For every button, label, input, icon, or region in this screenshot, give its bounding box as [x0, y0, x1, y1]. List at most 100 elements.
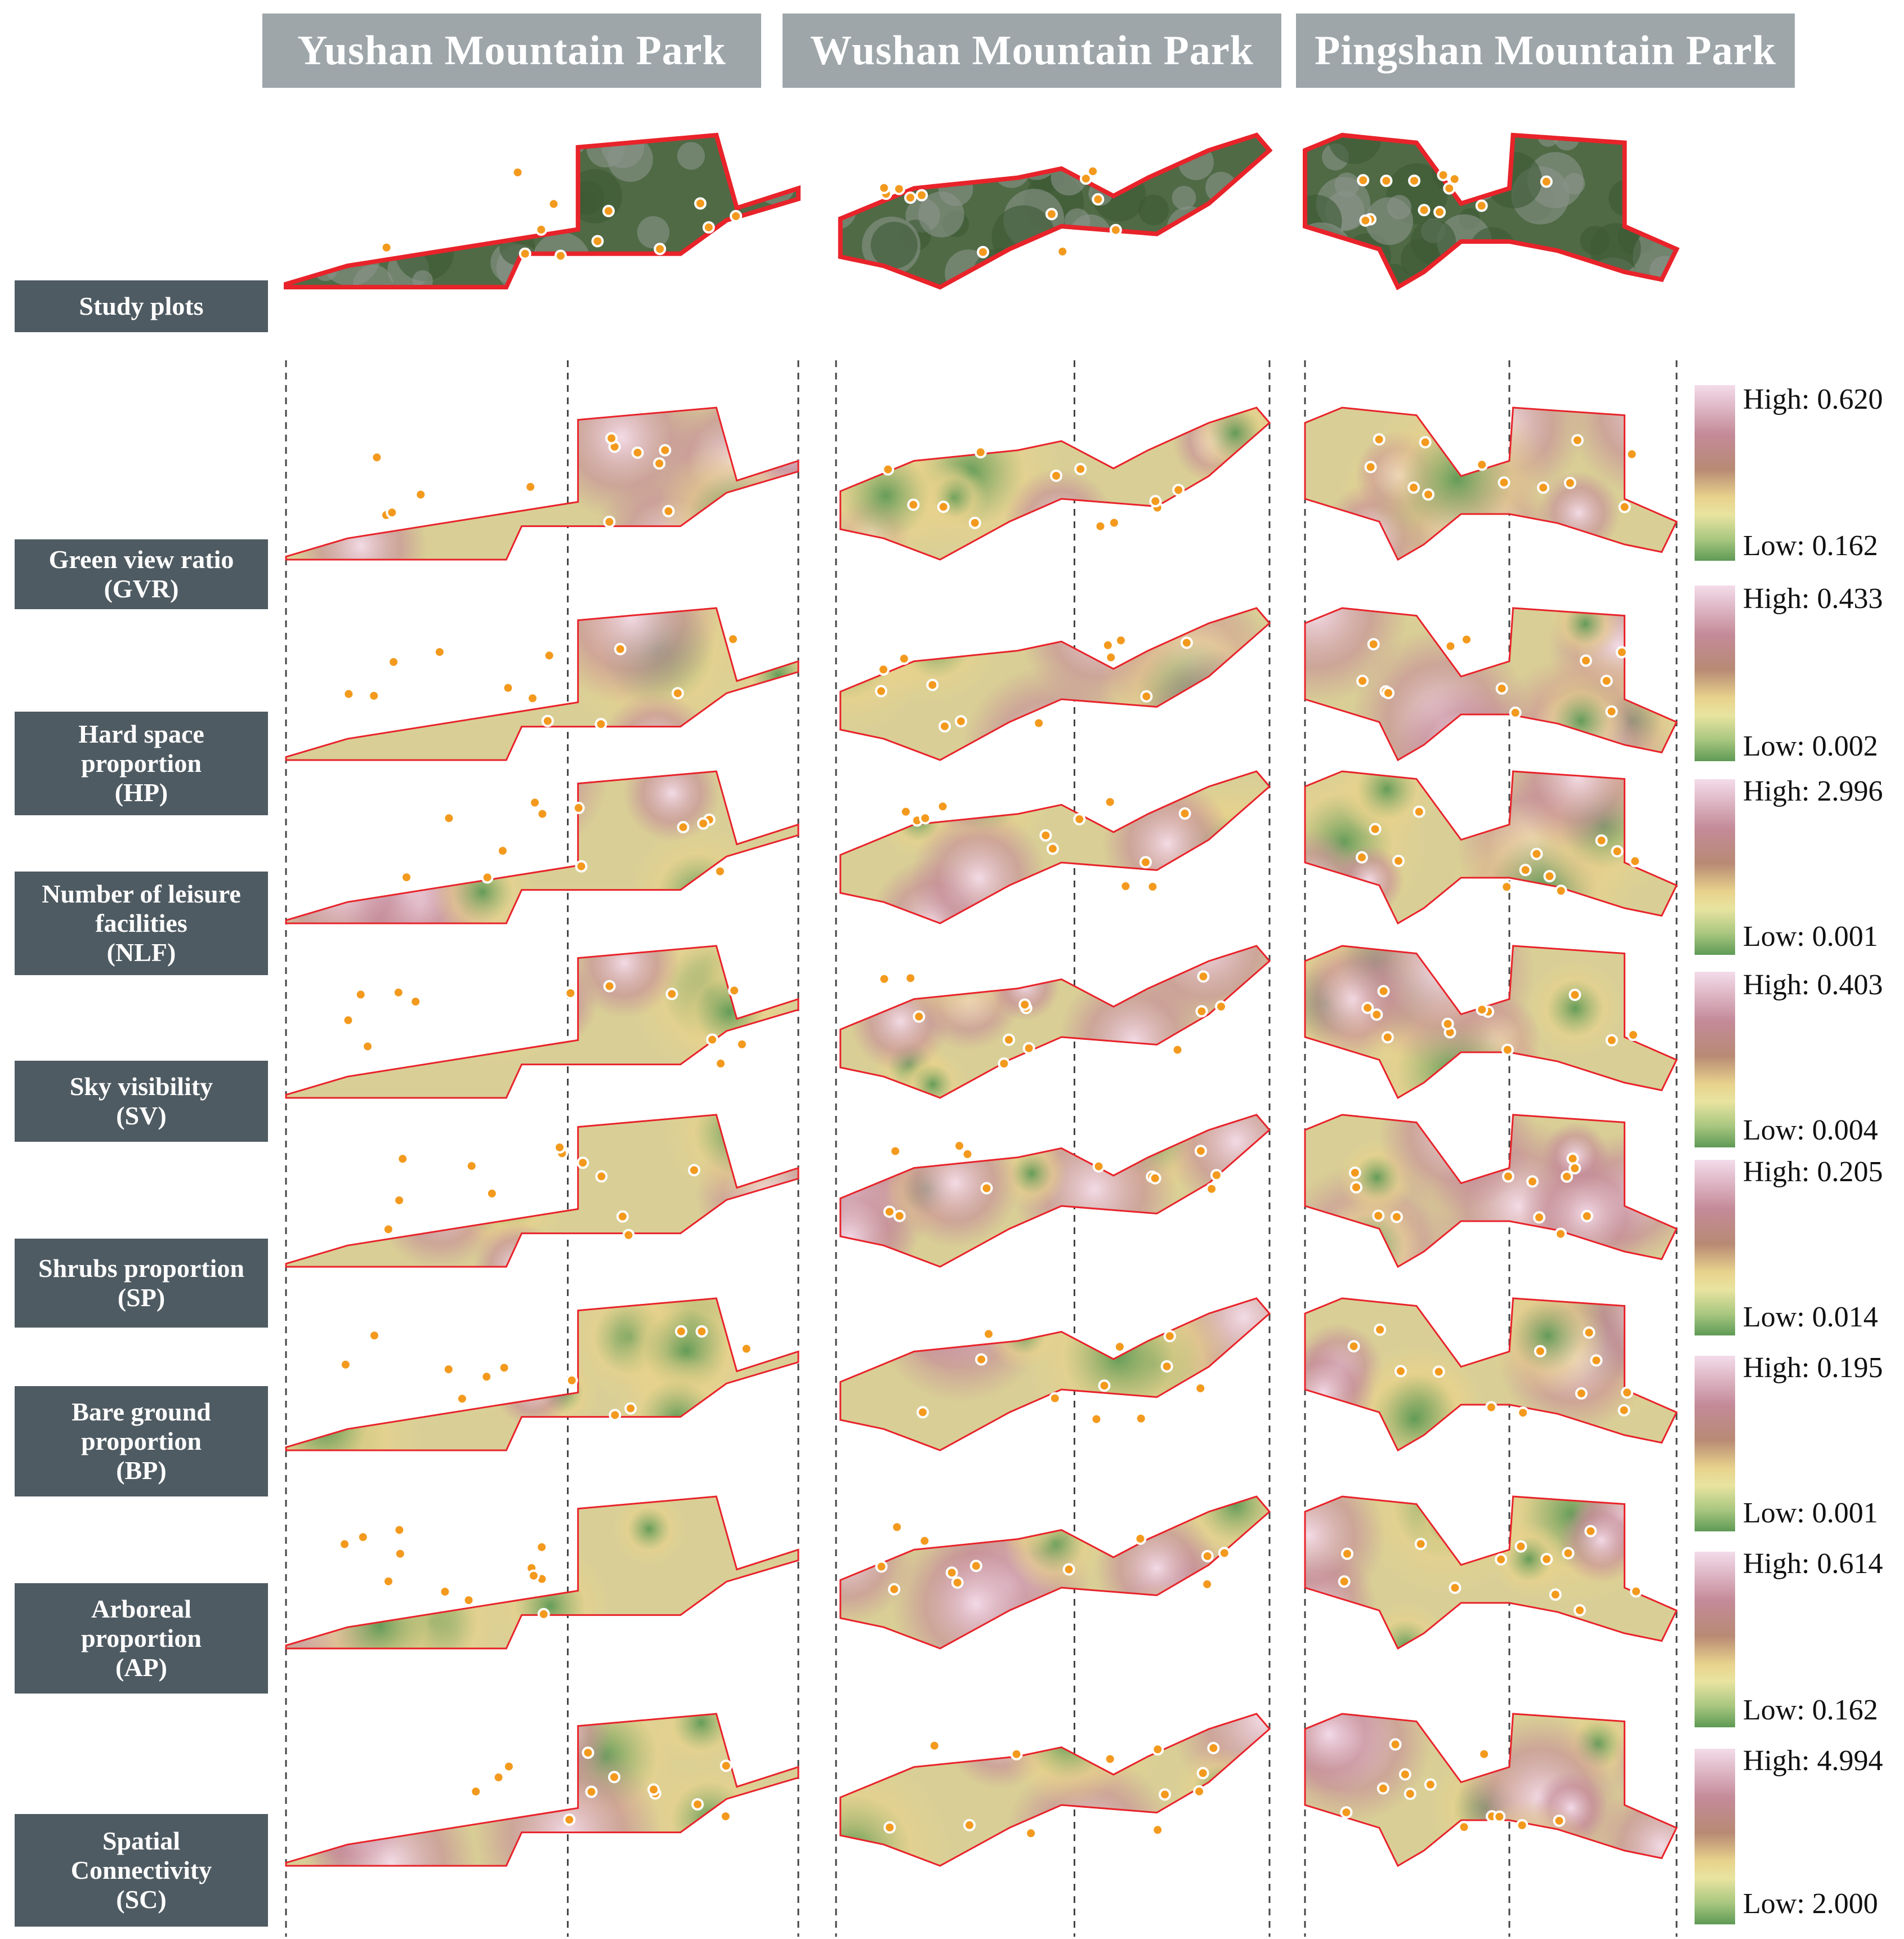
- sample-point-icon: [1010, 1748, 1023, 1761]
- low-value-zone: [490, 1547, 610, 1648]
- sample-point-icon: [1590, 1354, 1603, 1367]
- sample-point-icon: [907, 498, 920, 511]
- row-label-sv: Sky visibility (SV): [15, 1061, 268, 1142]
- sample-point-icon: [945, 1566, 958, 1579]
- sample-point-icon: [1419, 436, 1432, 449]
- sample-point-icon: [1595, 834, 1608, 847]
- sample-point-icon: [536, 807, 549, 820]
- satellite-texture: [1641, 135, 1675, 153]
- sample-point-icon: [697, 817, 710, 830]
- sample-point-icon: [547, 198, 560, 211]
- sample-point-icon: [1376, 1782, 1389, 1795]
- satellite-texture: [454, 176, 479, 200]
- sample-point-icon: [396, 1152, 409, 1165]
- satellite-texture: [552, 135, 588, 157]
- sample-point-icon: [882, 463, 895, 476]
- map-panel-yushan-8: [286, 1714, 798, 1866]
- satellite-texture: [1011, 246, 1052, 287]
- sample-point-icon: [1159, 1788, 1172, 1801]
- sample-point-icon: [1414, 1538, 1427, 1551]
- low-value-zone: [1190, 408, 1270, 479]
- row-label-line: Shrubs proportion: [38, 1254, 244, 1283]
- sample-point-icon: [1050, 469, 1063, 482]
- sample-point-icon: [1113, 1341, 1126, 1353]
- legend-low-sp: Low: 0.014: [1743, 1301, 1878, 1333]
- sample-point-icon: [1422, 488, 1435, 501]
- low-value-zone: [630, 825, 767, 923]
- sample-point-icon: [918, 1534, 931, 1547]
- sample-point-icon: [1338, 1575, 1351, 1588]
- sample-point-icon: [904, 191, 917, 204]
- satellite-texture: [394, 144, 449, 198]
- sample-point-icon: [888, 1583, 901, 1596]
- satellite-texture: [1235, 210, 1270, 245]
- low-value-zone: [1000, 1714, 1133, 1807]
- sample-point-icon: [1025, 1827, 1038, 1840]
- sample-point-icon: [370, 451, 383, 464]
- sample-point-icon: [1090, 1413, 1103, 1426]
- map-panel-wushan-3: [840, 771, 1270, 923]
- sample-point-icon: [1048, 1392, 1061, 1405]
- sample-point-icon: [937, 501, 950, 513]
- low-value-zone: [1362, 1602, 1450, 1648]
- legend-bar-sc: [1695, 1749, 1735, 1924]
- satellite-texture: [1206, 201, 1263, 257]
- satellite-texture: [870, 221, 918, 269]
- satellite-texture: [1212, 209, 1236, 234]
- park-boundary: [1304, 1114, 1678, 1268]
- sample-point-icon: [1443, 182, 1456, 195]
- sample-point-icon: [368, 689, 381, 702]
- sample-point-icon: [1475, 199, 1488, 212]
- sample-point-icon: [1514, 1540, 1527, 1553]
- map-panel-yushan-2: [286, 608, 798, 760]
- map-panel-wushan-5: [840, 1115, 1270, 1267]
- sample-point-icon: [961, 1148, 974, 1161]
- sample-point-icon: [1172, 484, 1185, 497]
- sample-point-icon: [963, 1819, 976, 1831]
- satellite-texture: [609, 252, 640, 283]
- sample-point-icon: [1485, 1401, 1498, 1414]
- legend-high-bp: High: 0.195: [1743, 1352, 1883, 1384]
- row-label-line: (SC): [116, 1885, 167, 1914]
- low-value-zone: [491, 408, 575, 459]
- sample-point-icon: [554, 249, 567, 262]
- high-value-zone: [1505, 771, 1652, 851]
- sample-point-icon: [1087, 165, 1100, 178]
- high-value-zone: [473, 1222, 560, 1267]
- sample-point-icon: [691, 1798, 704, 1811]
- sample-point-icon: [382, 1223, 395, 1236]
- low-value-zone: [349, 946, 422, 988]
- park-boundary: [839, 1495, 1271, 1650]
- high-value-zone: [286, 408, 362, 495]
- satellite-texture: [840, 189, 857, 230]
- sample-point-icon: [954, 715, 967, 728]
- sample-point-icon: [883, 1821, 896, 1834]
- sample-point-icon: [1554, 884, 1567, 897]
- sample-point-icon: [647, 1783, 660, 1796]
- satellite-texture: [1172, 226, 1217, 270]
- low-value-zone: [1313, 1190, 1427, 1267]
- high-value-zone: [1305, 1714, 1390, 1796]
- sample-point-icon: [1621, 1386, 1634, 1399]
- high-value-zone: [623, 771, 721, 842]
- sample-point-icon: [1046, 842, 1059, 855]
- sample-point-icon: [1517, 1406, 1530, 1419]
- sample-point-icon: [975, 1353, 988, 1366]
- sample-point-icon: [616, 1210, 629, 1223]
- sample-point-icon: [1348, 1167, 1361, 1180]
- park-boundary: [285, 406, 799, 561]
- high-value-zone: [1345, 946, 1536, 1066]
- low-value-zone: [840, 422, 960, 560]
- high-value-zone: [1610, 1714, 1677, 1821]
- legend-bar-sv: [1695, 972, 1735, 1147]
- high-value-zone: [1146, 869, 1245, 923]
- low-value-zone: [666, 1115, 798, 1203]
- low-value-zone: [733, 630, 798, 720]
- row-label-sp: Shrubs proportion (SP): [15, 1239, 268, 1328]
- sample-point-icon: [1611, 845, 1624, 858]
- sample-point-icon: [1357, 174, 1370, 187]
- sample-point-icon: [1407, 481, 1420, 494]
- sample-point-icon: [1109, 224, 1122, 236]
- satellite-texture: [520, 187, 542, 209]
- park-boundary: [1303, 132, 1680, 291]
